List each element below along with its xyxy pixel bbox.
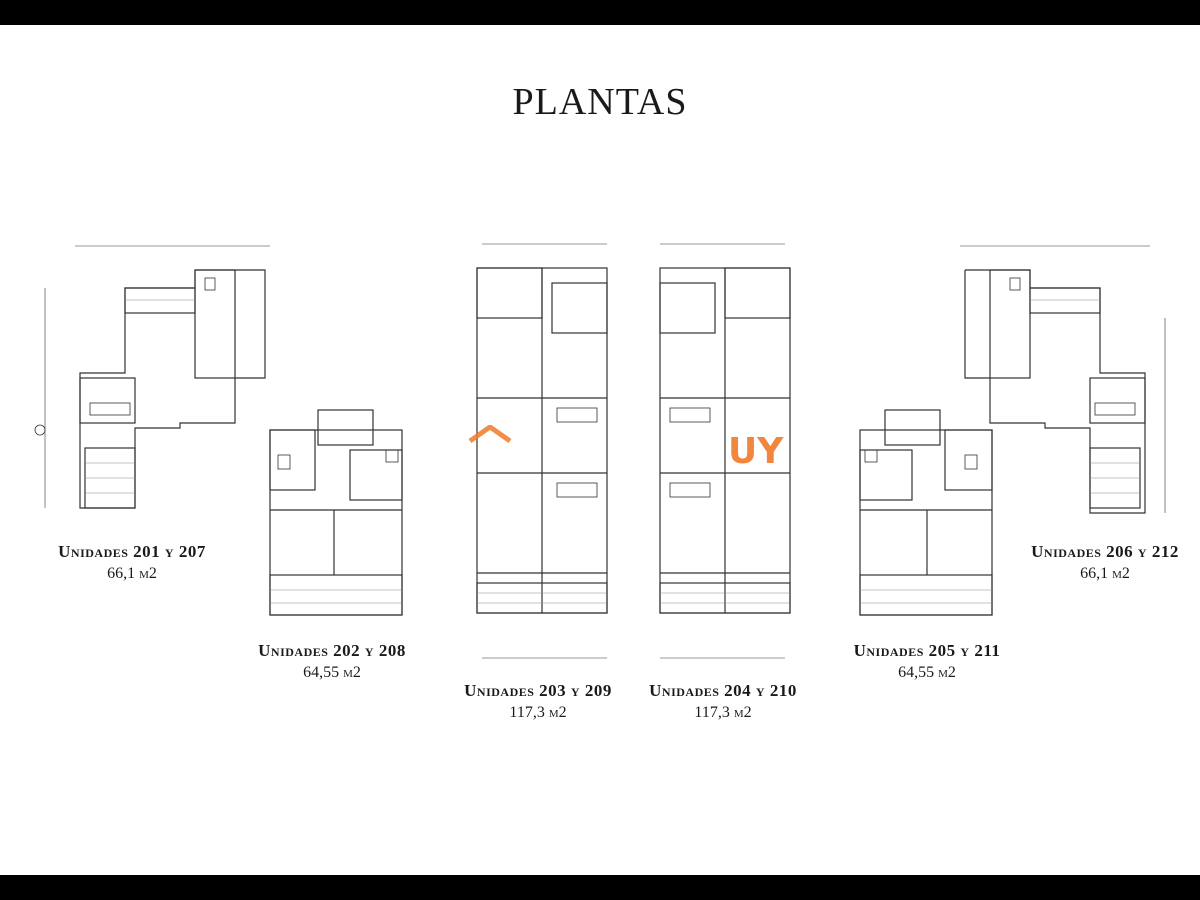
unit-area: 66,1 m2 — [107, 565, 157, 582]
unit-area: 117,3 m2 — [509, 704, 567, 721]
caption-201-207: Unidades 201 y 207 66,1 m2 — [22, 542, 242, 583]
unit-area: 66,1 m2 — [1080, 565, 1130, 582]
unit-name: Unidades 204 y 210 — [649, 681, 797, 700]
floor-plan-201-207 — [34, 238, 285, 518]
floor-plan-202-208 — [268, 405, 408, 620]
caption-202-208: Unidades 202 y 208 64,55 m2 — [222, 641, 442, 682]
unit-name: Unidades 202 y 208 — [258, 641, 406, 660]
page-title: PLANTAS — [512, 81, 688, 123]
unit-area: 117,3 m2 — [694, 704, 752, 721]
floor-plan-203-209 — [472, 238, 617, 663]
unit-name: Unidades 205 y 211 — [853, 641, 1001, 660]
caption-206-212: Unidades 206 y 212 66,1 m2 — [995, 542, 1200, 583]
watermark: UY — [468, 425, 788, 475]
watermark-text: UY — [728, 431, 784, 472]
floor-plan-206-212 — [950, 238, 1180, 518]
unit-name: Unidades 201 y 207 — [58, 542, 206, 561]
house-logo-icon — [468, 425, 512, 444]
unit-area: 64,55 m2 — [303, 664, 361, 681]
floor-plan-205-211 — [855, 400, 1000, 620]
floor-plans-sheet: PLANTAS — [0, 25, 1200, 875]
caption-203-209: Unidades 203 y 209 117,3 m2 — [428, 681, 648, 722]
floor-plan-204-210 — [650, 238, 795, 663]
unit-area: 64,55 m2 — [898, 664, 956, 681]
unit-name: Unidades 203 y 209 — [464, 681, 612, 700]
caption-204-210: Unidades 204 y 210 117,3 m2 — [613, 681, 833, 722]
caption-205-211: Unidades 205 y 211 64,55 m2 — [817, 641, 1037, 682]
unit-name: Unidades 206 y 212 — [1031, 542, 1179, 561]
